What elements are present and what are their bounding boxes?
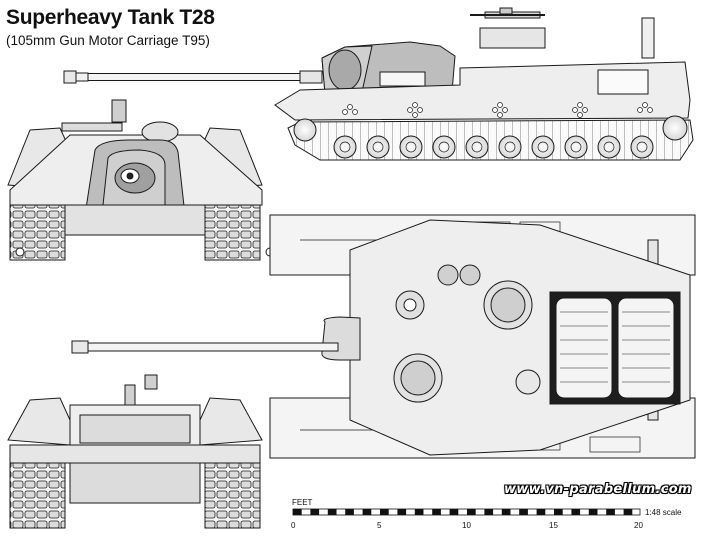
scale-ratio-label: 1:48 scale [645,508,682,517]
side-road-wheels [293,115,688,159]
scale-tick-20: 20 [634,521,643,530]
site-watermark: www.vn-parabellum.com [504,482,692,497]
scale-tick-10: 10 [462,521,471,530]
drawing-subtitle: (105mm Gun Motor Carriage T95) [6,33,210,48]
side-gun-barrel [63,70,323,84]
top-view [71,214,696,459]
rear-view [7,374,263,529]
scale-tick-0: 0 [291,521,296,530]
scale-bar [292,508,641,516]
front-view [7,99,275,261]
scale-tick-15: 15 [549,521,558,530]
drawing-title: Superheavy Tank T28 [6,6,215,29]
scale-unit-label: FEET [292,498,313,507]
side-view [63,7,694,161]
scale-tick-5: 5 [377,521,382,530]
